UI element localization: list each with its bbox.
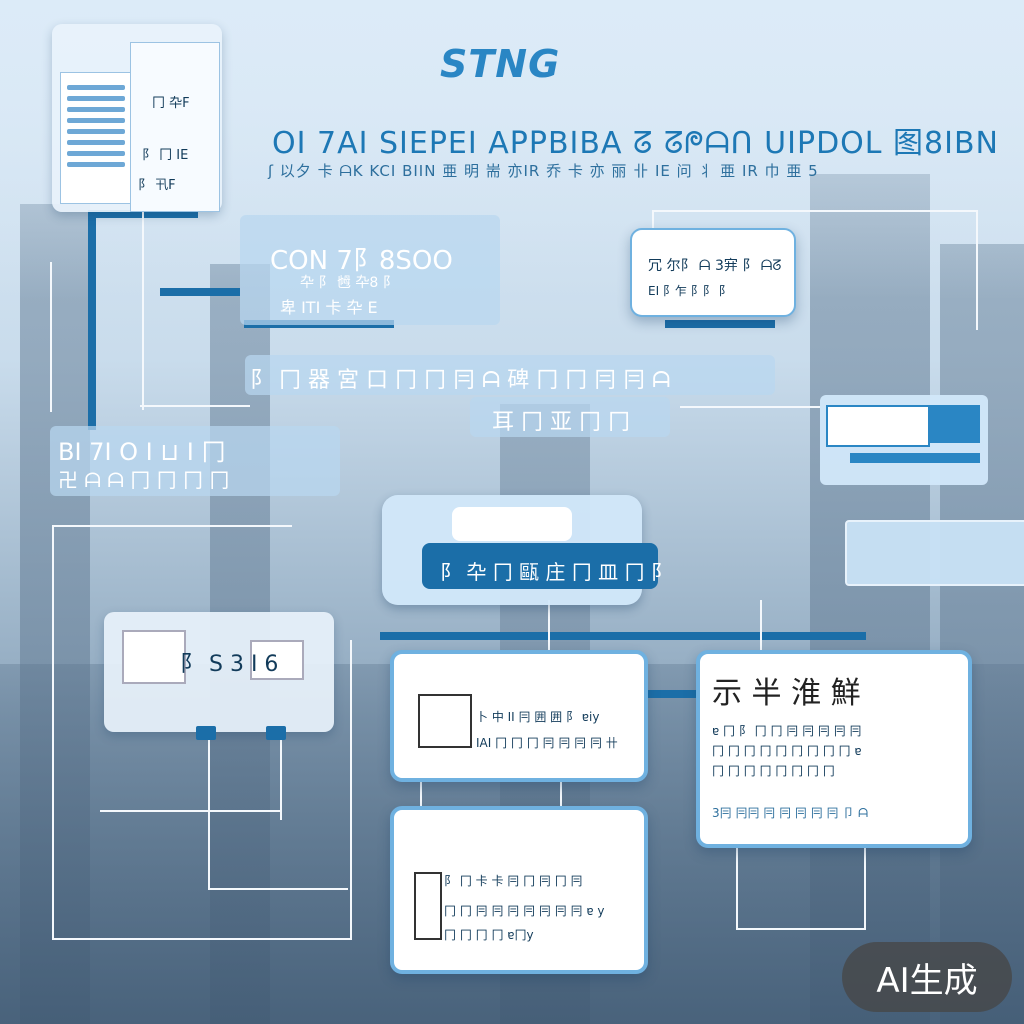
mini-document bbox=[250, 640, 304, 680]
connector-line bbox=[160, 288, 240, 296]
stand bbox=[850, 453, 980, 463]
server-rack-icon bbox=[845, 520, 1024, 586]
document-label: 冂 卆F bbox=[152, 96, 190, 111]
sub-banner bbox=[470, 397, 670, 437]
connector-line bbox=[88, 210, 96, 430]
connector-line bbox=[208, 740, 210, 890]
connector-line bbox=[380, 632, 866, 640]
banner bbox=[245, 355, 775, 395]
info-card-text: ɐ 冂 阝 冂 冂 冃 冃 冃 冃 冃 bbox=[712, 724, 862, 738]
document-page bbox=[130, 42, 220, 212]
info-board bbox=[50, 426, 340, 496]
connector-line bbox=[548, 600, 550, 652]
page-subheadline: ʃ 以夕 卡 ᗩK KCI BIIN 亜 明 耑 亦IR 乔 卡 亦 丽 卝 I… bbox=[268, 162, 819, 180]
info-card-text: 3冃 冃冃 冃 冃 冃 冃 冃 卩 ᗩ bbox=[712, 806, 869, 820]
info-card bbox=[390, 806, 648, 974]
central-device bbox=[382, 495, 658, 605]
connector-line bbox=[976, 210, 978, 330]
info-panel-text: 卆 阝 乸 卆8 阝 bbox=[300, 275, 397, 291]
monitor-icon bbox=[820, 395, 988, 485]
info-card bbox=[696, 650, 972, 848]
connector-line bbox=[736, 928, 866, 930]
info-card-text: 冂 冂 冂 冂 ɐ冂y bbox=[444, 928, 534, 942]
document-lines bbox=[61, 73, 131, 179]
connector-line bbox=[864, 840, 866, 930]
sub-banner-text: 耳 冂 亚 冂 冂 bbox=[492, 410, 630, 435]
connector-line bbox=[100, 810, 280, 812]
diagram-icon bbox=[414, 872, 442, 940]
connector-line bbox=[280, 740, 282, 820]
device-top bbox=[452, 507, 572, 541]
connector-node bbox=[266, 726, 286, 740]
info-card-text: 冂 冂 冃 冃 冃 冃 冃 冃 冃 ɐ y bbox=[444, 904, 605, 918]
info-panel-title: CON 7阝8SOO bbox=[270, 246, 453, 276]
connector-line bbox=[736, 840, 738, 930]
connector-line bbox=[760, 600, 762, 652]
info-card-text: 冂 冂 冂 冂 冂 冂 冂 冂 冂 ɐ bbox=[712, 744, 862, 758]
connector-line bbox=[640, 690, 700, 698]
screen-side bbox=[930, 405, 980, 443]
info-card bbox=[630, 228, 796, 317]
connector-line bbox=[420, 770, 422, 810]
connector-line bbox=[208, 888, 348, 890]
connector-line bbox=[680, 406, 820, 408]
central-device-label: 阝 卆 冂 甌 庄 冂 皿 冂 阝 bbox=[440, 560, 671, 584]
connector-node bbox=[196, 726, 216, 740]
info-card-text: 阝 冂 卡 卡 冃 冂 冃 冂 冃 bbox=[444, 874, 583, 888]
connector-line bbox=[52, 525, 292, 527]
info-board-text: 卍 ᗩ ᗩ 冂 冂 冂 冂 bbox=[58, 468, 230, 492]
connector-line bbox=[350, 640, 352, 940]
info-card-text: 冂 冂 冂 冂 冂 冂 冂 冂 bbox=[712, 764, 835, 778]
logo: STNG bbox=[440, 42, 561, 86]
connector-line bbox=[140, 405, 250, 407]
info-card bbox=[390, 650, 648, 782]
info-board-title: BI 7I O I ⊔ I 冂 bbox=[58, 438, 226, 466]
document-label: 阝 冂 IE bbox=[142, 148, 189, 163]
connector-line bbox=[665, 320, 775, 328]
document-label: 阝 S 3 I 6 bbox=[180, 652, 279, 677]
diagram-icon bbox=[418, 694, 472, 748]
connector-line bbox=[652, 210, 978, 212]
info-card-text: 卜 中 II 冃 囲 囲 阝 ɐiy bbox=[476, 710, 600, 724]
info-card-title: 示 半 淮 鮮 bbox=[712, 676, 861, 711]
info-card-title: 冗 尔阝 ᗩ 3宑 阝 ᗩᘔ bbox=[648, 258, 782, 274]
info-card-text: EI 阝乍 阝阝 阝 bbox=[648, 284, 731, 298]
ai-generated-badge: AI生成 bbox=[842, 942, 1012, 1012]
page-headline: OI 7AI SIEPEI APPBIBA ᘔ ᘔᖘᗩᑎ UIPDOL 图8IB… bbox=[272, 126, 999, 161]
device-label-bar bbox=[422, 543, 658, 589]
info-panel bbox=[240, 215, 500, 325]
connector-line bbox=[50, 262, 52, 412]
banner-text: 阝 冂 器 宮 口 冂 冂 冃 ᗩ 碑 冂 冂 冃 冃 ᗩ bbox=[250, 368, 671, 393]
connector-line bbox=[652, 210, 654, 240]
document-panel: 冂 卆F 阝 冂 IE 阝 卂F bbox=[52, 24, 222, 212]
document-label: 阝 卂F bbox=[138, 178, 176, 193]
connector-line bbox=[52, 938, 352, 940]
info-panel-text: 卑 ITI 卡 卆 E bbox=[280, 298, 378, 317]
connector-line bbox=[52, 525, 54, 940]
connector-line bbox=[560, 770, 562, 810]
info-card-text: IAI 冂 冂 冂 冃 冃 冃 冃 卄 bbox=[476, 736, 618, 750]
screen bbox=[826, 405, 930, 447]
mini-document bbox=[122, 630, 186, 684]
document-page bbox=[60, 72, 132, 204]
connector-line bbox=[142, 200, 144, 410]
